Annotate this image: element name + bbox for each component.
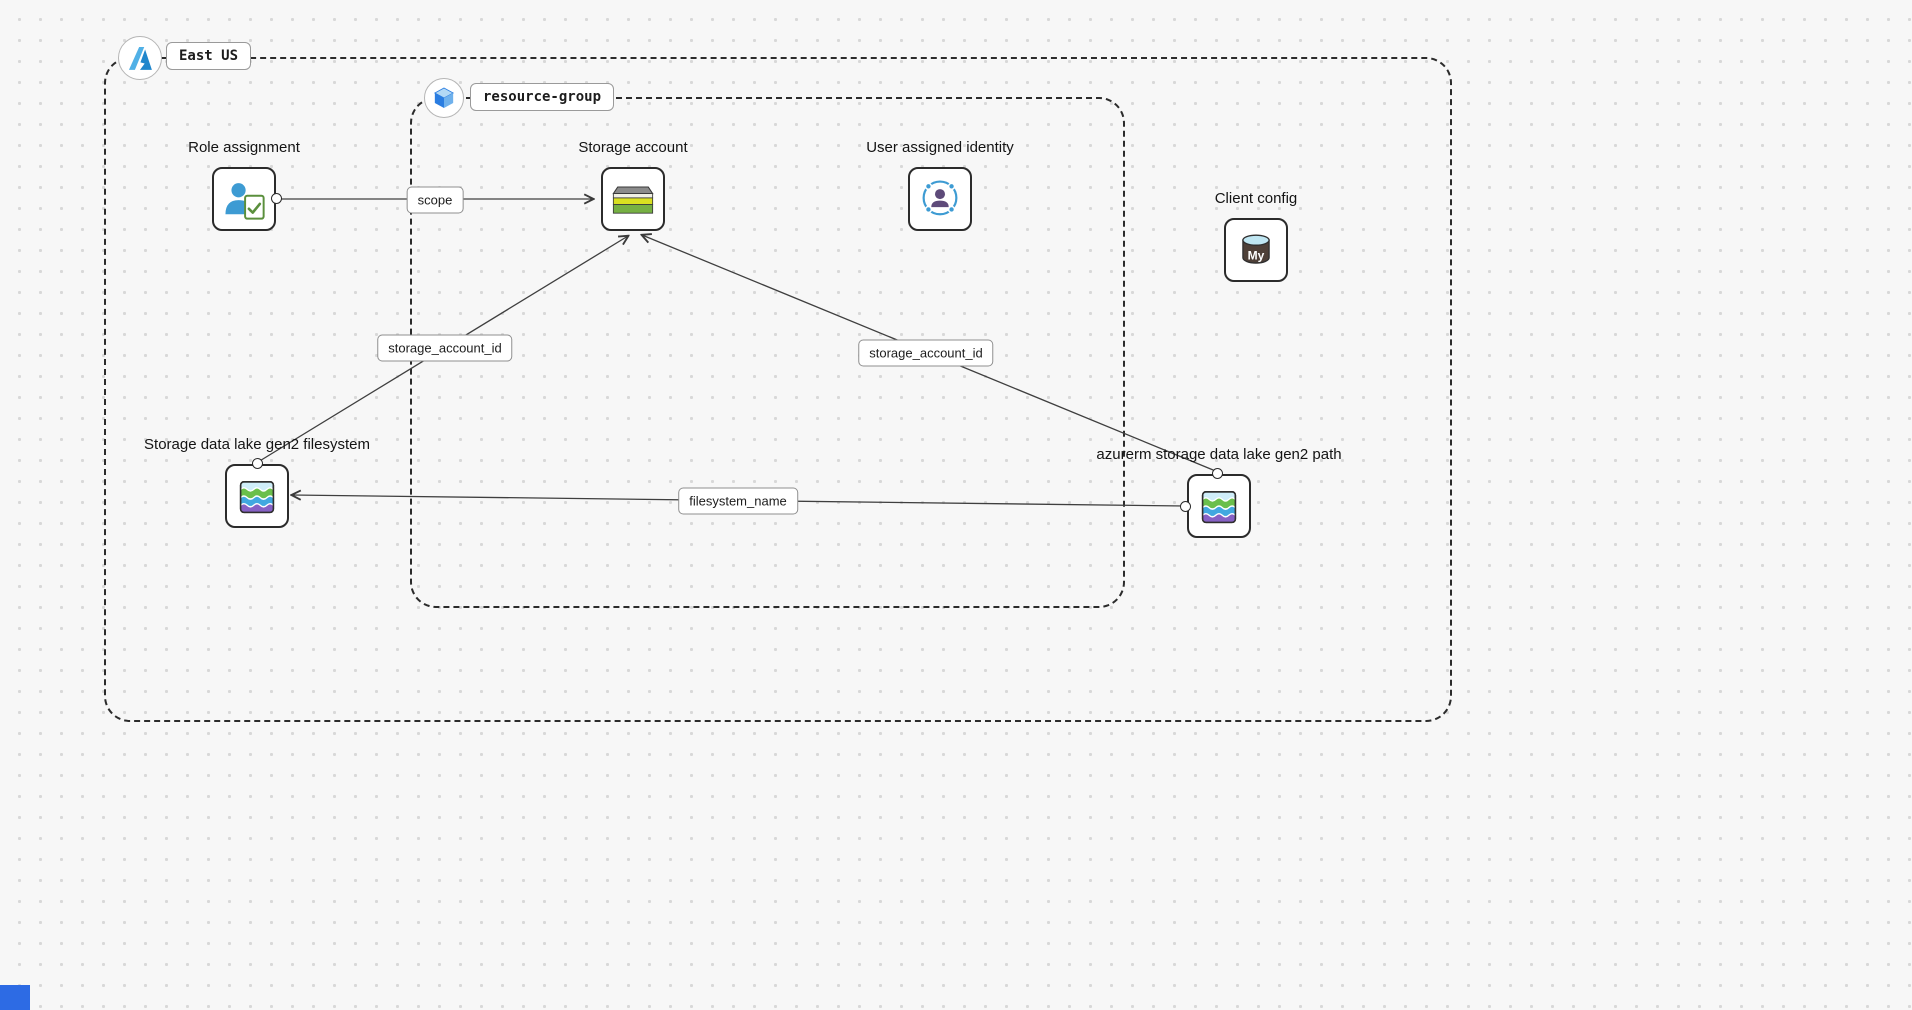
edge-label-storage-account-id-right[interactable]: storage_account_id [858,339,994,367]
connection-handle-datalake-path-left[interactable] [1180,501,1191,512]
node-label-datalake-filesystem: Storage data lake gen2 filesystem [144,436,370,453]
connection-handle-datalake-path-top[interactable] [1212,468,1223,479]
node-label-storage-account: Storage account [578,139,688,156]
azure-logo [118,36,162,80]
data-lake-icon [233,472,281,520]
node-client-config[interactable]: My [1224,218,1288,282]
node-datalake-filesystem[interactable] [225,464,289,528]
mysql-database-icon: My [1242,234,1270,264]
node-role-assignment[interactable] [212,167,276,231]
node-label-role-assignment: Role assignment [188,139,300,156]
region-label-resource-group[interactable]: resource-group [470,83,615,111]
cube-icon [424,78,464,118]
edge-label-filesystem-name[interactable]: filesystem_name [678,487,798,515]
mysql-icon-text: My [1248,248,1265,262]
connection-handle-role-assignment[interactable] [271,193,282,204]
node-label-datalake-path: azurerm storage data lake gen2 path [1096,446,1342,463]
region-east-us[interactable] [104,57,1452,722]
role-assignment-icon [225,183,265,220]
node-label-client-config: Client config [1214,190,1298,207]
data-lake-icon [1195,482,1243,530]
node-user-assigned-identity[interactable] [908,167,972,231]
node-storage-account[interactable] [601,167,665,231]
edge-label-storage-account-id-left[interactable]: storage_account_id [377,334,513,362]
corner-accent-badge [0,985,30,1010]
edge-label-scope[interactable]: scope [406,186,464,214]
user-identity-icon [922,180,958,216]
storage-account-icon [612,186,654,214]
connection-handle-datalake-filesystem[interactable] [252,458,263,469]
node-label-user-assigned-identity: User assigned identity [866,139,1014,156]
region-label-east-us[interactable]: East US [166,42,252,70]
node-datalake-path[interactable] [1187,474,1251,538]
